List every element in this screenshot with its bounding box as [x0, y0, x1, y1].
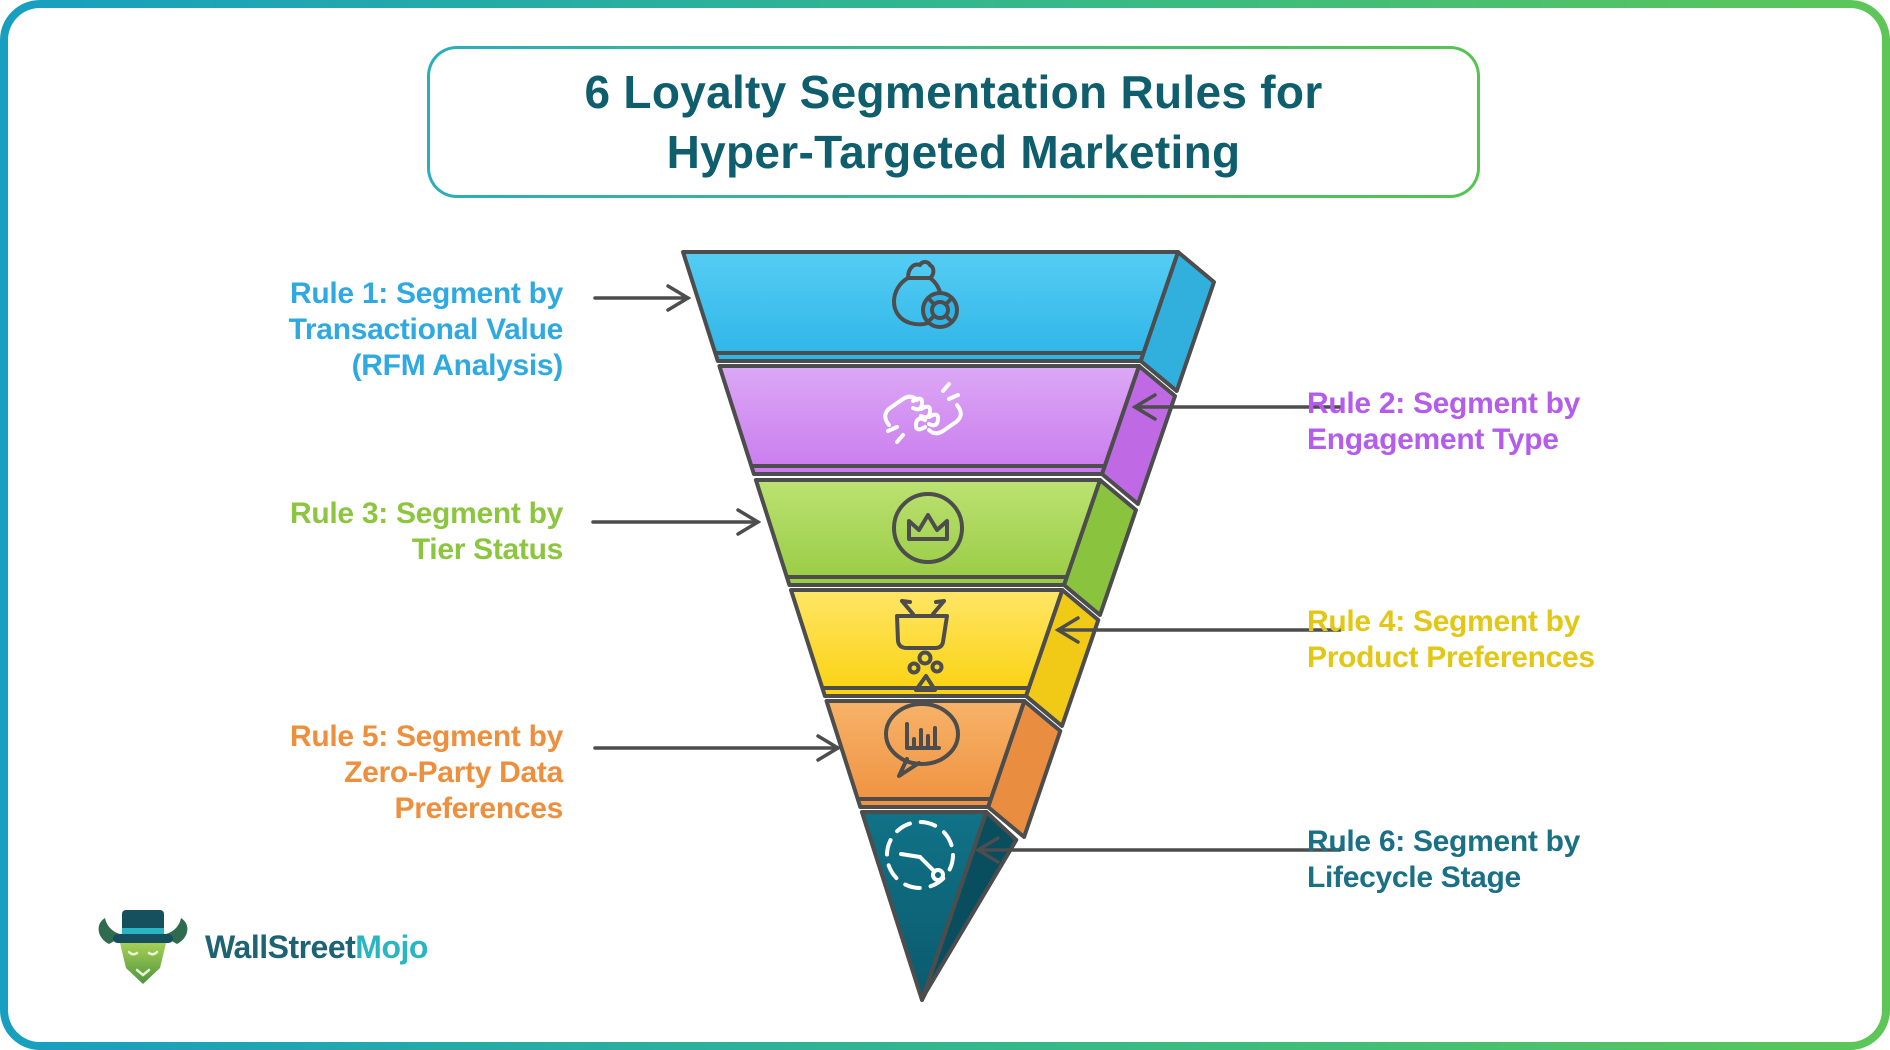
handshake-icon — [883, 382, 963, 444]
rule-6-label-line: Rule 6: Segment by — [1307, 825, 1580, 858]
rule-3-label-line: Tier Status — [411, 533, 564, 566]
page-title-line-1: 6 Loyalty Segmentation Rules for — [584, 66, 1323, 118]
rule-2-label-line: Rule 2: Segment by — [1307, 387, 1580, 420]
funnel-segment-2 — [717, 364, 1141, 476]
clock-gauge-icon — [885, 820, 955, 890]
chat-bubble-bar-chart-icon — [884, 702, 960, 778]
rule-6-arrow — [974, 836, 1342, 864]
wallstreetmojo-logo: WallStreetMojo — [95, 908, 428, 986]
page-title-line-2: Hyper-Targeted Marketing — [666, 126, 1241, 178]
rule-4-label-line: Rule 4: Segment by — [1307, 605, 1580, 638]
rule-5-label-line: Preferences — [394, 792, 564, 825]
rule-1-label-line: (RFM Analysis) — [351, 349, 564, 382]
rule-3-label-line: Rule 3: Segment by — [290, 497, 563, 530]
money-bag-coin-icon — [892, 260, 959, 329]
rule-4-arrow — [1054, 616, 1342, 644]
rule-5-arrow — [593, 734, 842, 762]
funnel-segment-6 — [859, 810, 989, 1002]
brand-text: WallStreetMojo — [205, 929, 428, 966]
title-box: 6 Loyalty Segmentation Rules for Hyper-T… — [427, 46, 1480, 198]
rule-2-label-line: Engagement Type — [1307, 423, 1559, 456]
rule-1-label-line: Rule 1: Segment by — [290, 277, 563, 310]
rule-1-label-line: Transactional Value — [288, 313, 564, 346]
funnel-segment-5 — [824, 699, 1027, 809]
rule-3-arrow — [591, 508, 762, 536]
rule-4-label-line: Product Preferences — [1307, 641, 1595, 674]
funnel-segment-4 — [789, 588, 1065, 698]
rule-2-arrow — [1131, 393, 1342, 421]
crown-icon — [892, 492, 964, 564]
brand-text-primary: WallStreet — [205, 928, 356, 965]
funnel-segment-3 — [753, 478, 1102, 587]
rule-5-label-line: Rule 5: Segment by — [290, 720, 563, 753]
shopping-basket-icon — [895, 599, 949, 692]
title-inner: 6 Loyalty Segmentation Rules for Hyper-T… — [430, 49, 1477, 195]
brand-text-secondary: Mojo — [355, 928, 428, 965]
rule-6-label-line: Lifecycle Stage — [1307, 861, 1521, 894]
rule-1-arrow — [593, 284, 692, 312]
rule-5-label-line: Zero-Party Data — [344, 756, 563, 789]
bull-mascot-icon — [98, 910, 188, 984]
